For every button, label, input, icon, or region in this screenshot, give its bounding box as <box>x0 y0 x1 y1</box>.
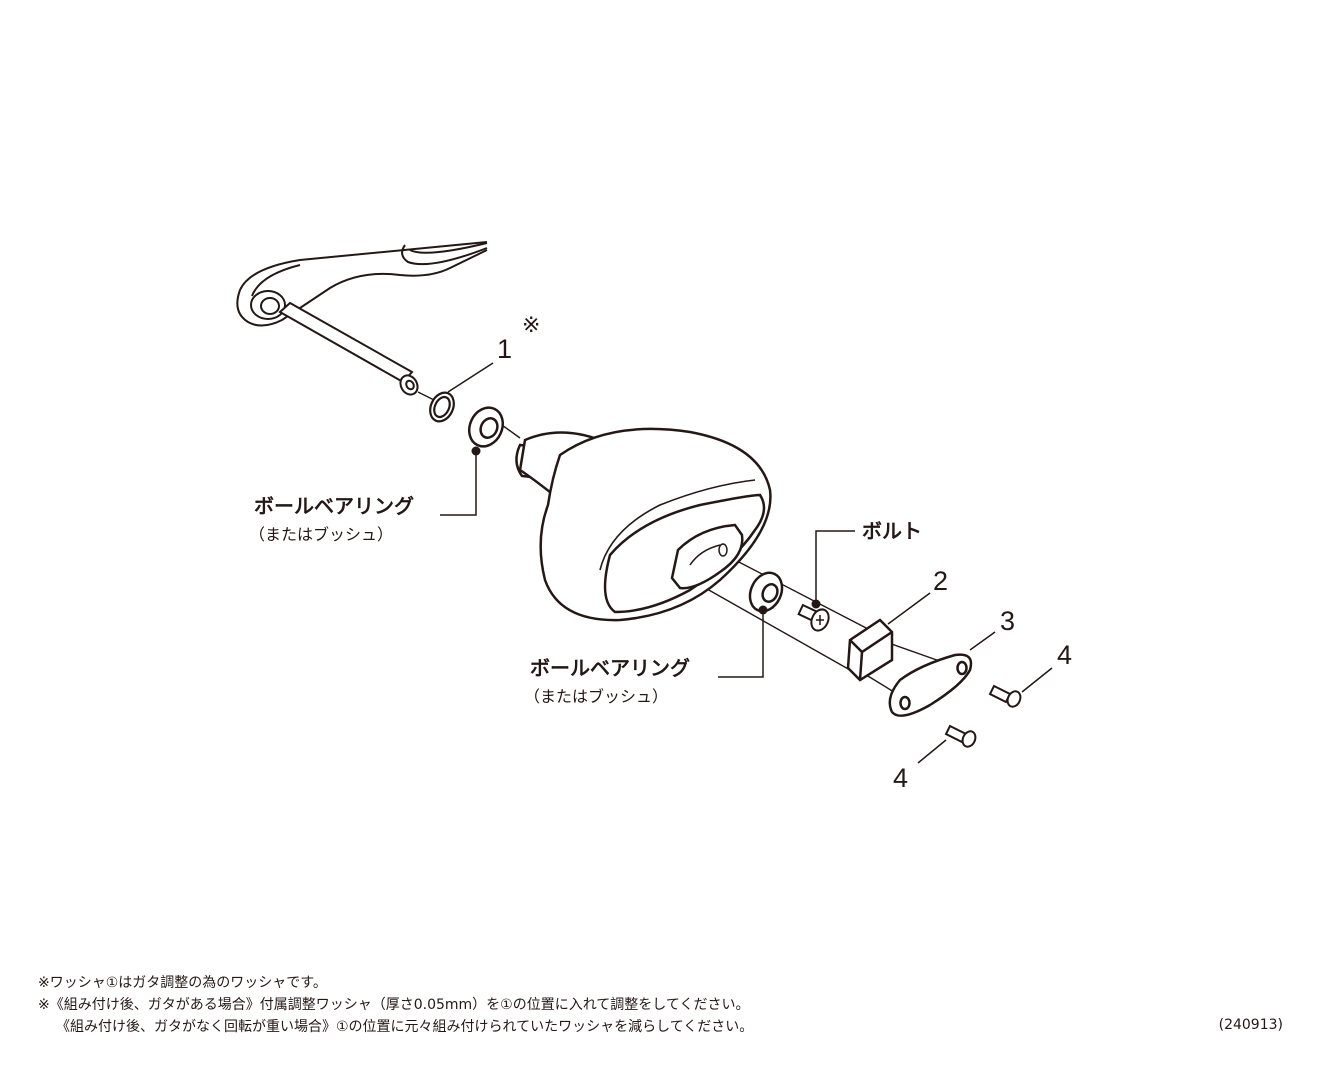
handle-shaft <box>278 301 419 396</box>
screw-part-4-lower <box>944 724 977 748</box>
bearing-label-2: ボールベアリング <box>530 656 690 680</box>
part-number-4-lower: 4 <box>893 763 908 793</box>
part-number-2: 2 <box>933 566 948 596</box>
part-number-3: 3 <box>1000 606 1015 636</box>
bolt-screw <box>797 603 830 632</box>
bearing-label-1: ボールベアリング <box>254 494 414 518</box>
footnote-line-1: ※ワッシャ①はガタ調整の為のワッシャです。 <box>38 975 327 991</box>
footnote-line-2: ※《組み付け後、ガタがある場合》付属調整ワッシャ（厚さ0.05mm）を①の位置に… <box>38 997 750 1013</box>
retainer-part-2 <box>846 618 894 682</box>
screw-part-4-upper <box>988 684 1022 708</box>
asterisk-mark-icon: ※ <box>522 312 540 337</box>
handle-arm <box>236 241 488 327</box>
part-number-1: 1 <box>497 334 512 364</box>
cover-plate-part-3 <box>888 653 973 717</box>
leader-lines <box>440 362 1053 764</box>
handle-knob <box>515 427 772 622</box>
leader-dots <box>471 446 821 615</box>
ball-bearing-1 <box>467 406 505 448</box>
bolt-label: ボルト <box>862 519 922 543</box>
footnote-line-3: 《組み付け後、ガタがなく回転が重い場合》①の位置に元々組み付けられていたワッシャ… <box>56 1019 754 1035</box>
document-code: (240913) <box>1218 1017 1283 1033</box>
ball-bearing-2 <box>748 571 784 613</box>
part-number-4-upper: 4 <box>1057 640 1072 670</box>
footnotes: ※ワッシャ①はガタ調整の為のワッシャです。 ※《組み付け後、ガタがある場合》付属… <box>38 972 1038 1038</box>
bearing-sublabel-2: （またはブッシュ） <box>524 687 668 706</box>
washer-part-1 <box>429 391 455 423</box>
bearing-sublabel-1: （またはブッシュ） <box>249 525 393 544</box>
